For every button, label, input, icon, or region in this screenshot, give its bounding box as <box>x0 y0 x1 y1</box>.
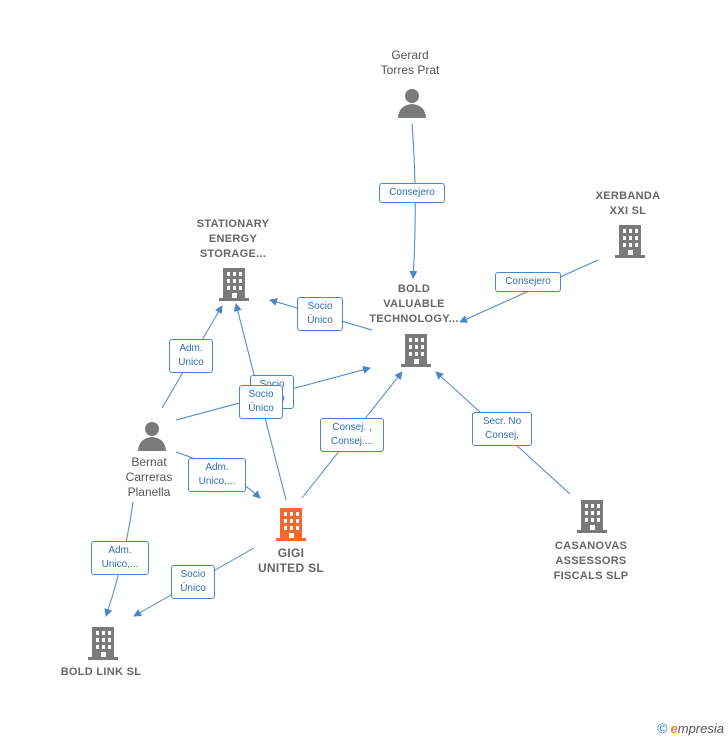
node-label-bold-link[interactable]: BOLD LINK SL <box>60 666 142 678</box>
person-icon[interactable] <box>138 422 166 451</box>
node-label-casanovas[interactable]: CASANOVAS ASSESSORS FISCALS SLP <box>553 540 629 582</box>
building-icon[interactable] <box>615 225 645 258</box>
building-icon[interactable] <box>401 334 431 367</box>
building-icon-highlighted[interactable] <box>276 508 306 541</box>
edge-label-xerbanda-bold[interactable]: Consejero <box>495 272 561 292</box>
edge-label-bernat-gigi[interactable]: Adm. Unico,... <box>188 458 246 492</box>
brand-logo-text: mpresia <box>677 721 724 736</box>
node-label-gerard[interactable]: Gerard Torres Prat <box>380 48 440 77</box>
brand-logo-initial: e <box>670 721 678 736</box>
edge-label-casanovas-bold[interactable]: Secr. No Consej. <box>472 412 532 446</box>
building-icon[interactable] <box>219 268 249 301</box>
copyright-icon: © <box>657 720 668 736</box>
node-label-gigi[interactable]: GIGI UNITED SL <box>257 546 325 575</box>
edge-label-gigi-stationary-b[interactable]: Socio Único <box>239 385 283 419</box>
edge-label-gerard-bold[interactable]: Consejero <box>379 183 445 203</box>
building-icon[interactable] <box>88 627 118 660</box>
node-label-bernat[interactable]: Bernat Carreras Planella <box>125 455 173 499</box>
footer-brand: ©empresia <box>657 720 724 736</box>
person-icon[interactable] <box>398 89 426 118</box>
edge-label-bernat-stationary[interactable]: Adm. Unico <box>169 339 213 373</box>
edge-label-bold-stationary[interactable]: Socio Único <box>297 297 343 331</box>
building-icon[interactable] <box>577 500 607 533</box>
edge-label-gigi-boldlink[interactable]: Socio Único <box>171 565 215 599</box>
node-label-bold-valuable[interactable]: BOLD VALUABLE TECHNOLOGY... <box>369 283 459 325</box>
edge-label-gigi-bold[interactable]: Consej. , Consej.... <box>320 418 384 452</box>
node-label-stationary[interactable]: STATIONARY ENERGY STORAGE... <box>196 218 270 260</box>
edge-label-bernat-boldlink[interactable]: Adm. Unico,... <box>91 541 149 575</box>
node-label-xerbanda[interactable]: XERBANDA XXI SL <box>595 190 661 217</box>
